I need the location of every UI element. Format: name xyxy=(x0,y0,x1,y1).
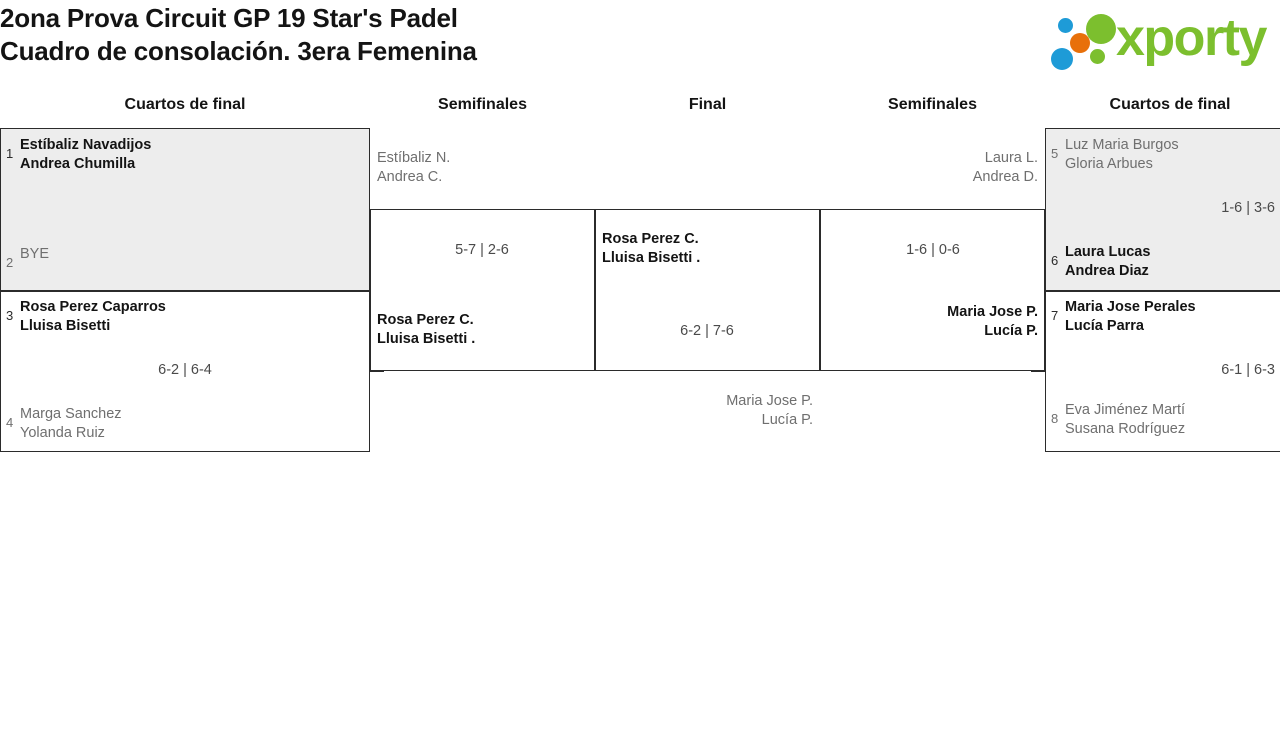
seed-number: 3 xyxy=(6,308,14,323)
team-sf2-top[interactable]: Laura L. Andrea D. xyxy=(838,149,1038,186)
player-1: BYE xyxy=(20,246,50,262)
player-2: Lluisa Bisetti . xyxy=(602,249,701,266)
team-names: Rosa Perez C. Lluisa Bisetti . xyxy=(377,311,475,348)
seed-number: 6 xyxy=(1051,253,1059,268)
round-header-left-quarters: Cuartos de final xyxy=(124,96,246,113)
logo-dot-blue-top xyxy=(1058,18,1073,33)
team-names: Luz Maria Burgos Gloria Arbues xyxy=(1065,136,1179,173)
player-2: Lluisa Bisetti xyxy=(20,317,111,334)
player-1: Estíbaliz N. xyxy=(377,150,451,166)
logo-dot-green-small xyxy=(1090,49,1105,64)
logo-wordmark: xporty xyxy=(1116,9,1267,67)
connector-qf3-to-sf2 xyxy=(1031,209,1045,210)
player-1: Laura Lucas xyxy=(1065,244,1151,260)
logo-dot-blue-bottom xyxy=(1051,48,1073,70)
team-names: Maria Jose Perales Lucía Parra xyxy=(1065,298,1196,335)
player-1: Maria Jose P. xyxy=(947,304,1038,320)
page-title: 2ona Prova Circuit GP 19 Star's Padel Cu… xyxy=(0,2,477,69)
player-1: Rosa Perez C. xyxy=(602,231,699,247)
match-box-sf1[interactable] xyxy=(370,209,595,371)
team-sf2-bottom[interactable]: Maria Jose P. Lucía P. xyxy=(838,303,1038,340)
round-header-right-quarters: Cuartos de final xyxy=(1109,96,1231,113)
page-header: 2ona Prova Circuit GP 19 Star's Padel Cu… xyxy=(0,0,1280,88)
team-names: Marga Sanchez Yolanda Ruiz xyxy=(20,405,122,442)
team-qf3-top[interactable]: 5 Luz Maria Burgos Gloria Arbues xyxy=(1051,136,1280,173)
seed-number: 2 xyxy=(6,255,14,270)
logo-dot-green-large xyxy=(1086,14,1116,44)
team-qf2-top[interactable]: 3 Rosa Perez Caparros Lluisa Bisetti xyxy=(6,298,306,335)
player-2: Lucía Parra xyxy=(1065,317,1144,334)
team-qf3-bottom[interactable]: 6 Laura Lucas Andrea Diaz xyxy=(1051,243,1280,280)
player-1: Estíbaliz Navadijos xyxy=(20,137,152,153)
player-2: Lluisa Bisetti . xyxy=(377,330,476,347)
team-names: Estíbaliz Navadijos Andrea Chumilla xyxy=(20,136,151,173)
player-2: Andrea Chumilla xyxy=(20,155,136,172)
logo-dot-orange xyxy=(1070,33,1090,53)
player-1: Rosa Perez Caparros xyxy=(20,299,166,315)
team-names: Laura Lucas Andrea Diaz xyxy=(1065,243,1150,280)
team-names: Estíbaliz N. Andrea C. xyxy=(377,149,450,186)
connector-qf4-to-sf2 xyxy=(1031,371,1045,372)
match-box-qf2[interactable] xyxy=(0,291,370,452)
seed-number: 8 xyxy=(1051,411,1059,426)
player-1: Luz Maria Burgos xyxy=(1065,137,1179,153)
match-box-qf1[interactable] xyxy=(0,128,370,291)
score-qf4: 6-1 | 6-3 xyxy=(1221,362,1275,378)
xporty-logo[interactable]: xporty xyxy=(1044,6,1276,70)
title-line-2: Cuadro de consolación. 3era Femenina xyxy=(0,36,477,67)
team-names: Laura L. Andrea D. xyxy=(973,149,1038,186)
round-header-right-semis: Semifinales xyxy=(888,96,977,113)
team-qf2-bottom[interactable]: 4 Marga Sanchez Yolanda Ruiz xyxy=(6,405,306,442)
team-names: BYE xyxy=(20,245,49,264)
score-qf3: 1-6 | 3-6 xyxy=(1221,200,1275,216)
connector-qf1-to-sf1 xyxy=(370,209,384,210)
match-box-qf4[interactable] xyxy=(1045,291,1280,452)
player-2: Andrea C. xyxy=(377,168,443,185)
round-header-final: Final xyxy=(688,96,727,113)
score-sf2: 1-6 | 0-6 xyxy=(906,242,960,258)
team-sf1-top[interactable]: Estíbaliz N. Andrea C. xyxy=(377,149,577,186)
team-qf4-bottom[interactable]: 8 Eva Jiménez Martí Susana Rodríguez xyxy=(1051,401,1280,438)
player-2: Gloria Arbues xyxy=(1065,155,1153,172)
player-2: Lucía P. xyxy=(761,411,813,428)
player-1: Maria Jose Perales xyxy=(1065,299,1196,315)
seed-number: 7 xyxy=(1051,308,1059,323)
match-box-final[interactable] xyxy=(595,209,820,371)
team-names: Rosa Perez Caparros Lluisa Bisetti xyxy=(20,298,166,335)
player-1: Laura L. xyxy=(984,150,1038,166)
team-final-bottom[interactable]: Maria Jose P. Lucía P. xyxy=(613,392,813,429)
score-sf1: 5-7 | 2-6 xyxy=(455,242,509,258)
connector-qf2-to-sf1 xyxy=(370,371,384,372)
team-final-top[interactable]: Rosa Perez C. Lluisa Bisetti . xyxy=(602,230,802,267)
team-qf1-top[interactable]: 1 Estíbaliz Navadijos Andrea Chumilla xyxy=(6,136,306,173)
score-final: 6-2 | 7-6 xyxy=(680,323,734,339)
player-2: Lucía P. xyxy=(984,322,1038,339)
match-box-sf2[interactable] xyxy=(820,209,1045,371)
team-qf1-bottom[interactable]: 2 BYE xyxy=(6,245,306,273)
seed-number: 4 xyxy=(6,415,14,430)
title-line-1: 2ona Prova Circuit GP 19 Star's Padel xyxy=(0,3,458,33)
team-names: Maria Jose P. Lucía P. xyxy=(947,303,1038,340)
team-sf1-bottom[interactable]: Rosa Perez C. Lluisa Bisetti . xyxy=(377,311,577,348)
score-qf2: 6-2 | 6-4 xyxy=(158,362,212,378)
player-2: Andrea D. xyxy=(972,168,1038,185)
team-qf4-top[interactable]: 7 Maria Jose Perales Lucía Parra xyxy=(1051,298,1280,335)
seed-number: 1 xyxy=(6,146,14,161)
team-names: Rosa Perez C. Lluisa Bisetti . xyxy=(602,230,700,267)
team-names: Maria Jose P. Lucía P. xyxy=(726,392,813,429)
seed-number: 5 xyxy=(1051,146,1059,161)
player-1: Maria Jose P. xyxy=(726,393,813,409)
player-2: Andrea Diaz xyxy=(1065,262,1149,279)
player-1: Rosa Perez C. xyxy=(377,312,474,328)
player-1: Marga Sanchez xyxy=(20,406,122,422)
team-names: Eva Jiménez Martí Susana Rodríguez xyxy=(1065,401,1185,438)
player-1: Eva Jiménez Martí xyxy=(1065,402,1186,418)
player-2: Susana Rodríguez xyxy=(1065,420,1186,437)
round-header-left-semis: Semifinales xyxy=(438,96,527,113)
player-2: Yolanda Ruiz xyxy=(20,424,105,441)
match-box-qf3[interactable] xyxy=(1045,128,1280,291)
